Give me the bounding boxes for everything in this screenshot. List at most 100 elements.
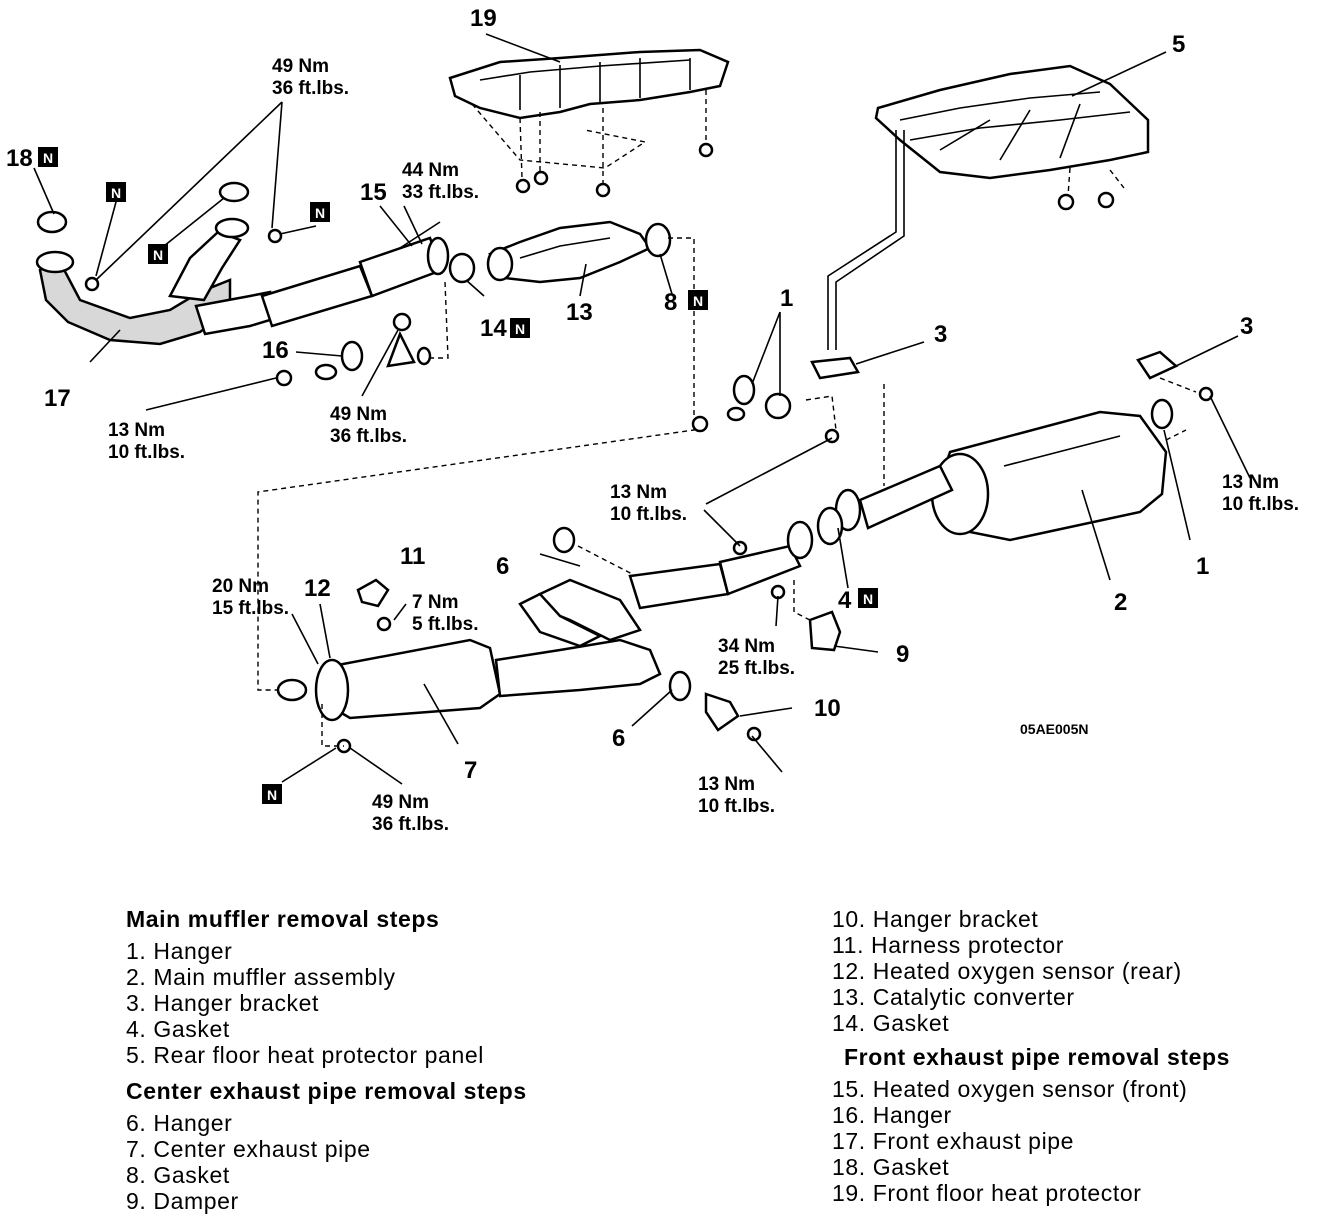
svg-text:5 ft.lbs.: 5 ft.lbs. [412,614,479,635]
hanger-bracket-10 [704,692,762,742]
gasket-4 [816,506,844,546]
svg-text:7 Nm: 7 Nm [412,592,458,613]
callout-15: 15 [360,179,387,206]
front-floor-heat-protector [448,48,730,198]
legend-item: 18. Gasket [832,1154,950,1180]
exhaust-system-diagram: 19 5 18 15 13 14 8 1 3 3 16 17 1 2 4 11 … [6,5,1299,835]
hanger-16 [275,330,432,387]
legend-item: 12. Heated oxygen sensor (rear) [832,958,1182,984]
legend-item: 10. Hanger bracket [832,906,1039,932]
svg-text:N: N [43,150,53,166]
svg-text:10 ft.lbs.: 10 ft.lbs. [698,796,775,817]
callout-16: 16 [262,337,289,364]
svg-text:N: N [153,247,163,263]
front-exhaust-pipe [35,181,283,346]
callout-8: 8 [664,289,677,316]
legend-item: 13. Catalytic converter [832,984,1075,1010]
n-marker: N [38,147,58,167]
callout-18: 18 [6,145,33,172]
catalytic-converter [257,220,695,691]
legend-heading-front: Front exhaust pipe removal steps [844,1044,1231,1070]
callout-6-lower: 6 [612,725,625,752]
svg-text:49 Nm: 49 Nm [372,792,429,813]
svg-text:49 Nm: 49 Nm [272,56,329,77]
bracket-rod [835,130,905,350]
svg-text:N: N [515,321,525,337]
legend-item: 9. Damper [126,1188,239,1214]
svg-text:N: N [863,591,873,607]
callout-3-center: 3 [934,321,947,348]
center-exhaust-pipe [276,520,814,754]
part-callouts: 19 5 18 15 13 14 8 1 3 3 16 17 1 2 4 11 … [6,5,1253,784]
svg-text:13 Nm: 13 Nm [610,482,667,503]
svg-text:34 Nm: 34 Nm [718,636,775,657]
callout-11: 11 [400,543,425,570]
legend-item: 8. Gasket [126,1162,230,1188]
svg-text:13 Nm: 13 Nm [108,420,165,441]
legend-heading-center: Center exhaust pipe removal steps [126,1078,527,1104]
callout-4: 4 [838,587,852,614]
callout-5: 5 [1172,31,1185,58]
legend-item: 19. Front floor heat protector [832,1180,1142,1206]
legend-right: 10. Hanger bracket 11. Harness protector… [832,906,1312,1206]
svg-text:49 Nm: 49 Nm [330,404,387,425]
legend-item: 16. Hanger [832,1102,952,1128]
legend-item: 4. Gasket [126,1016,230,1042]
svg-text:10 ft.lbs.: 10 ft.lbs. [610,504,687,525]
callout-3-right: 3 [1240,313,1253,340]
callout-14: 14 [480,315,507,342]
front-pipe-resonator [260,221,476,359]
legend-item: 5. Rear floor heat protector panel [126,1042,484,1068]
legend-item: 2. Main muffler assembly [126,964,396,990]
rear-floor-heat-protector-panel [874,64,1150,211]
callout-1-center: 1 [780,285,793,312]
svg-text:10 ft.lbs.: 10 ft.lbs. [1222,494,1299,515]
legend-item: 6. Hanger [126,1110,233,1136]
n-markers: N N N N N N N N [38,147,878,804]
svg-text:33 ft.lbs.: 33 ft.lbs. [402,182,479,203]
svg-text:N: N [111,185,121,201]
svg-text:36 ft.lbs.: 36 ft.lbs. [272,78,349,99]
legend-item: 17. Front exhaust pipe [832,1128,1075,1154]
svg-text:N: N [267,787,277,803]
legend-item: 3. Hanger bracket [126,990,320,1016]
svg-text:44 Nm: 44 Nm [402,160,459,181]
legend-item: 11. Harness protector [832,932,1065,958]
callout-19: 19 [470,5,497,32]
n-marker: N [858,588,878,608]
callout-17: 17 [44,385,71,412]
svg-text:36 ft.lbs.: 36 ft.lbs. [372,814,449,835]
n-marker: N [262,784,282,804]
callout-7: 7 [464,757,477,784]
leader-lines [33,33,1251,785]
gasket-18 [36,210,68,234]
legend-item: 1. Hanger [126,938,233,964]
harness-protector-11 [356,578,392,632]
legend-heading-main: Main muffler removal steps [126,906,440,932]
gasket-8 [644,222,672,258]
hanger-6-upper [552,526,637,577]
torque-spec: 7 Nm5 ft.lbs. [412,592,479,635]
svg-text:15 ft.lbs.: 15 ft.lbs. [212,598,289,619]
hanger-bracket-3-right [1136,350,1214,430]
n-marker: N [510,318,530,338]
callout-1-right: 1 [1196,553,1209,580]
svg-text:N: N [693,293,703,309]
callout-13: 13 [566,299,593,326]
svg-text:N: N [315,205,325,221]
svg-text:13 Nm: 13 Nm [1222,472,1279,493]
svg-text:10 ft.lbs.: 10 ft.lbs. [108,442,185,463]
n-marker: N [106,182,126,202]
callout-10: 10 [814,695,841,722]
